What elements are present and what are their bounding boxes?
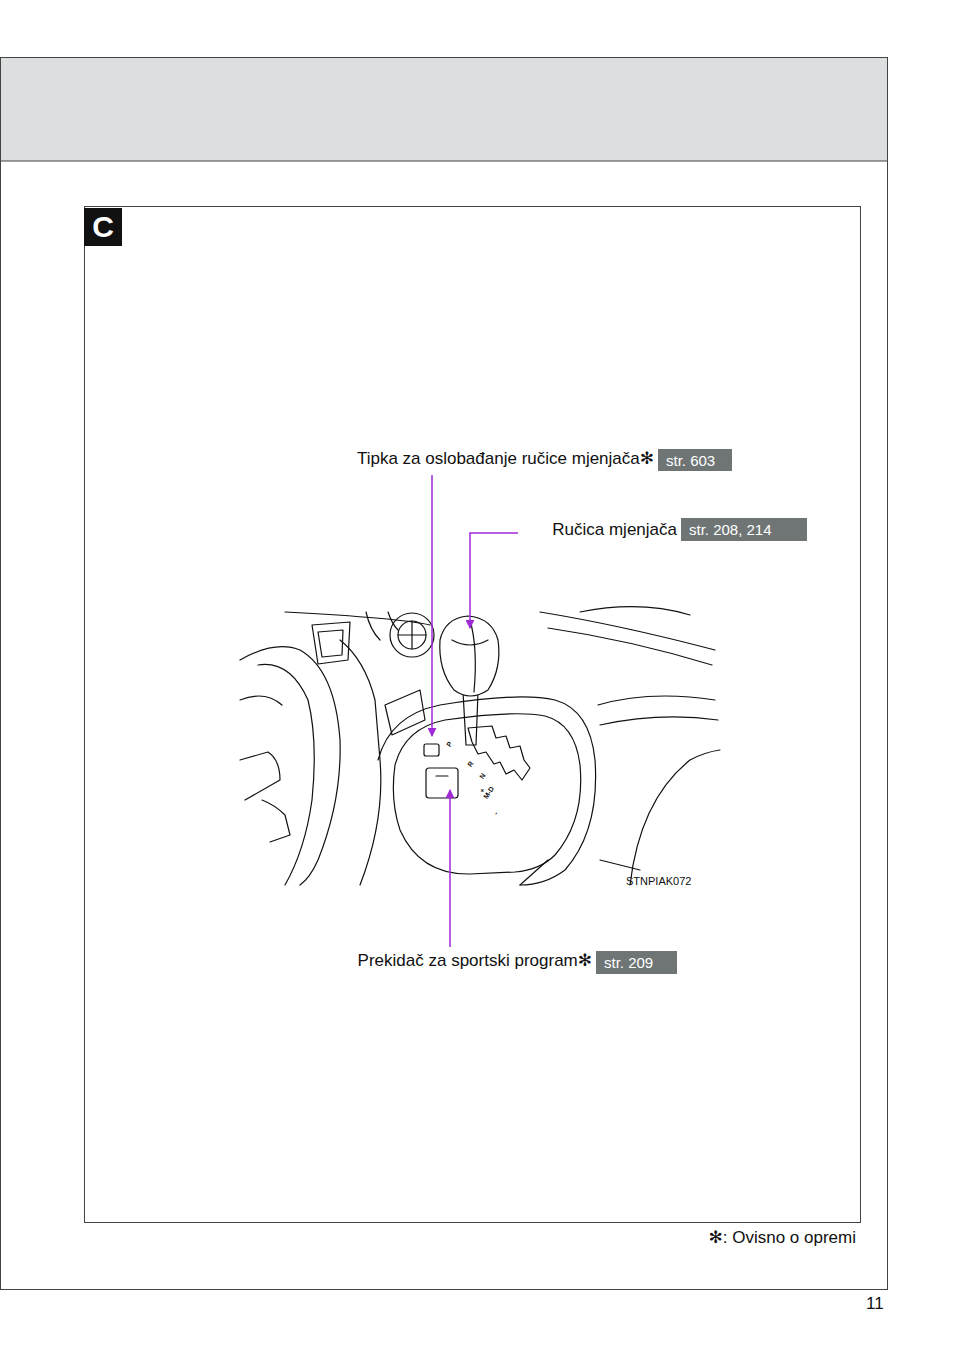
gear-position: N <box>478 772 487 781</box>
shift-console-illustration <box>240 607 720 885</box>
section-panel <box>85 207 861 1223</box>
gear-position: P <box>445 740 454 748</box>
figure-code: STNPIAK072 <box>626 875 691 888</box>
header-rule <box>0 161 888 162</box>
section-badge: C <box>84 208 122 246</box>
callout-label: Prekidač za sportski program✻ <box>358 951 592 971</box>
leader-line <box>470 533 518 628</box>
page-reference-tag: str. 209 <box>596 951 677 974</box>
gear-position: R <box>466 760 475 769</box>
leader-line <box>449 790 451 947</box>
leader-line <box>431 475 433 736</box>
leader-lines <box>432 475 518 947</box>
page-reference: str. 209 <box>604 954 653 971</box>
page-reference-tag: str. 208, 214 <box>681 518 807 541</box>
callout-label: Tipka za oslobađanje ručice mjenjača✻ <box>357 449 654 469</box>
page-reference: str. 208, 214 <box>689 521 772 538</box>
header-band <box>0 57 888 161</box>
gear-position: - <box>492 810 500 817</box>
section-letter: C <box>92 210 114 244</box>
page-reference-tag: str. 603 <box>658 449 732 471</box>
callout-label: Ručica mjenjača <box>552 520 677 540</box>
footnote: ✻: Ovisno o opremi <box>709 1228 856 1248</box>
page-number: 11 <box>866 1294 884 1314</box>
page-reference: str. 603 <box>666 452 715 469</box>
gear-position: M-D <box>482 785 496 800</box>
page-frame <box>1 58 888 1290</box>
